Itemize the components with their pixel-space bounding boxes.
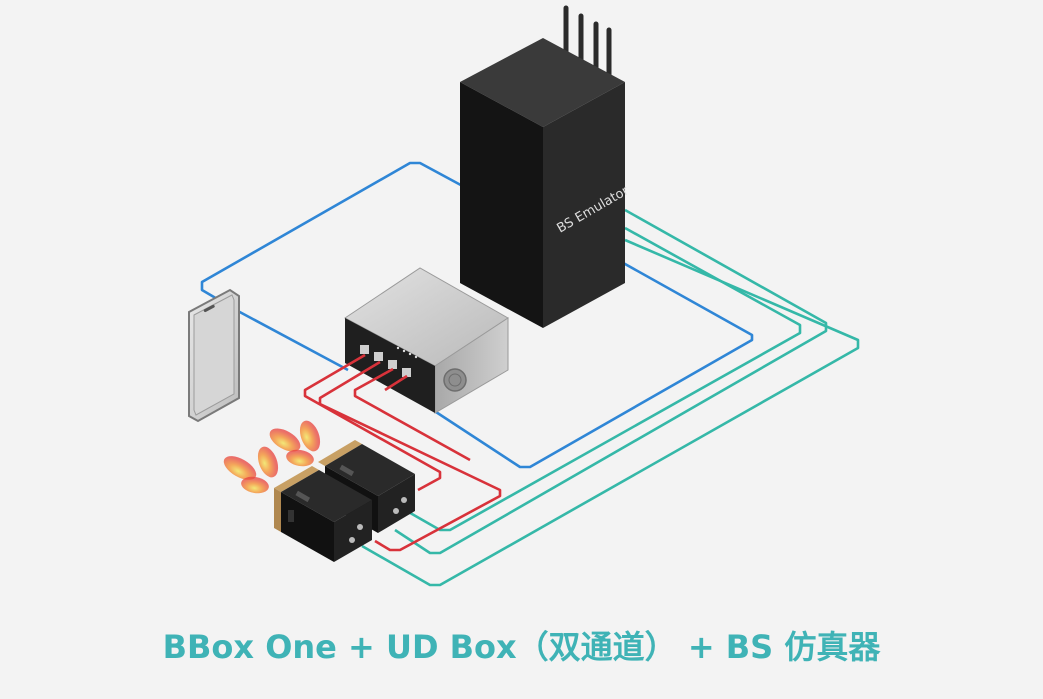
radiation-beams [223,420,321,494]
blue-cable-phone-emulator [200,161,471,312]
red-cable-3 [353,367,471,462]
bs-emulator: BS Emulator [460,5,632,328]
teal-cable-outer [361,238,860,587]
bbox-side [334,500,372,562]
bs-emulator-top [460,38,625,127]
red-cables [303,353,502,552]
diagram-caption: BBox One + UD Box（双通道） + BS 仿真器 [162,628,881,666]
antenna-icon [563,5,612,81]
ud-box [344,267,509,414]
bbox-front [281,492,334,562]
blue-cables [200,161,754,469]
blue-cable-phone-udbox [235,308,349,372]
bs-emulator-front [460,82,543,328]
bbox-one-front [274,466,372,562]
ud-box-fan-vent [443,368,467,392]
bs-emulator-side [543,82,625,328]
bbox-side [378,474,415,533]
ud-box-port [374,352,383,361]
teal-cable-inner [397,226,802,532]
ud-box-port [360,345,369,354]
phone-screen [193,294,235,416]
red-cable-1 [303,353,442,492]
phone [188,288,240,423]
teal-cables [361,208,860,587]
red-cable-2 [318,360,502,552]
red-cable-4 [384,374,408,392]
bbox-top [325,444,415,496]
blue-cable-udbox-emulator [409,248,754,469]
ud-box-port [402,368,411,377]
ud-box-port [388,360,397,369]
teal-cable-middle [394,208,828,555]
bbox-top [281,470,372,522]
